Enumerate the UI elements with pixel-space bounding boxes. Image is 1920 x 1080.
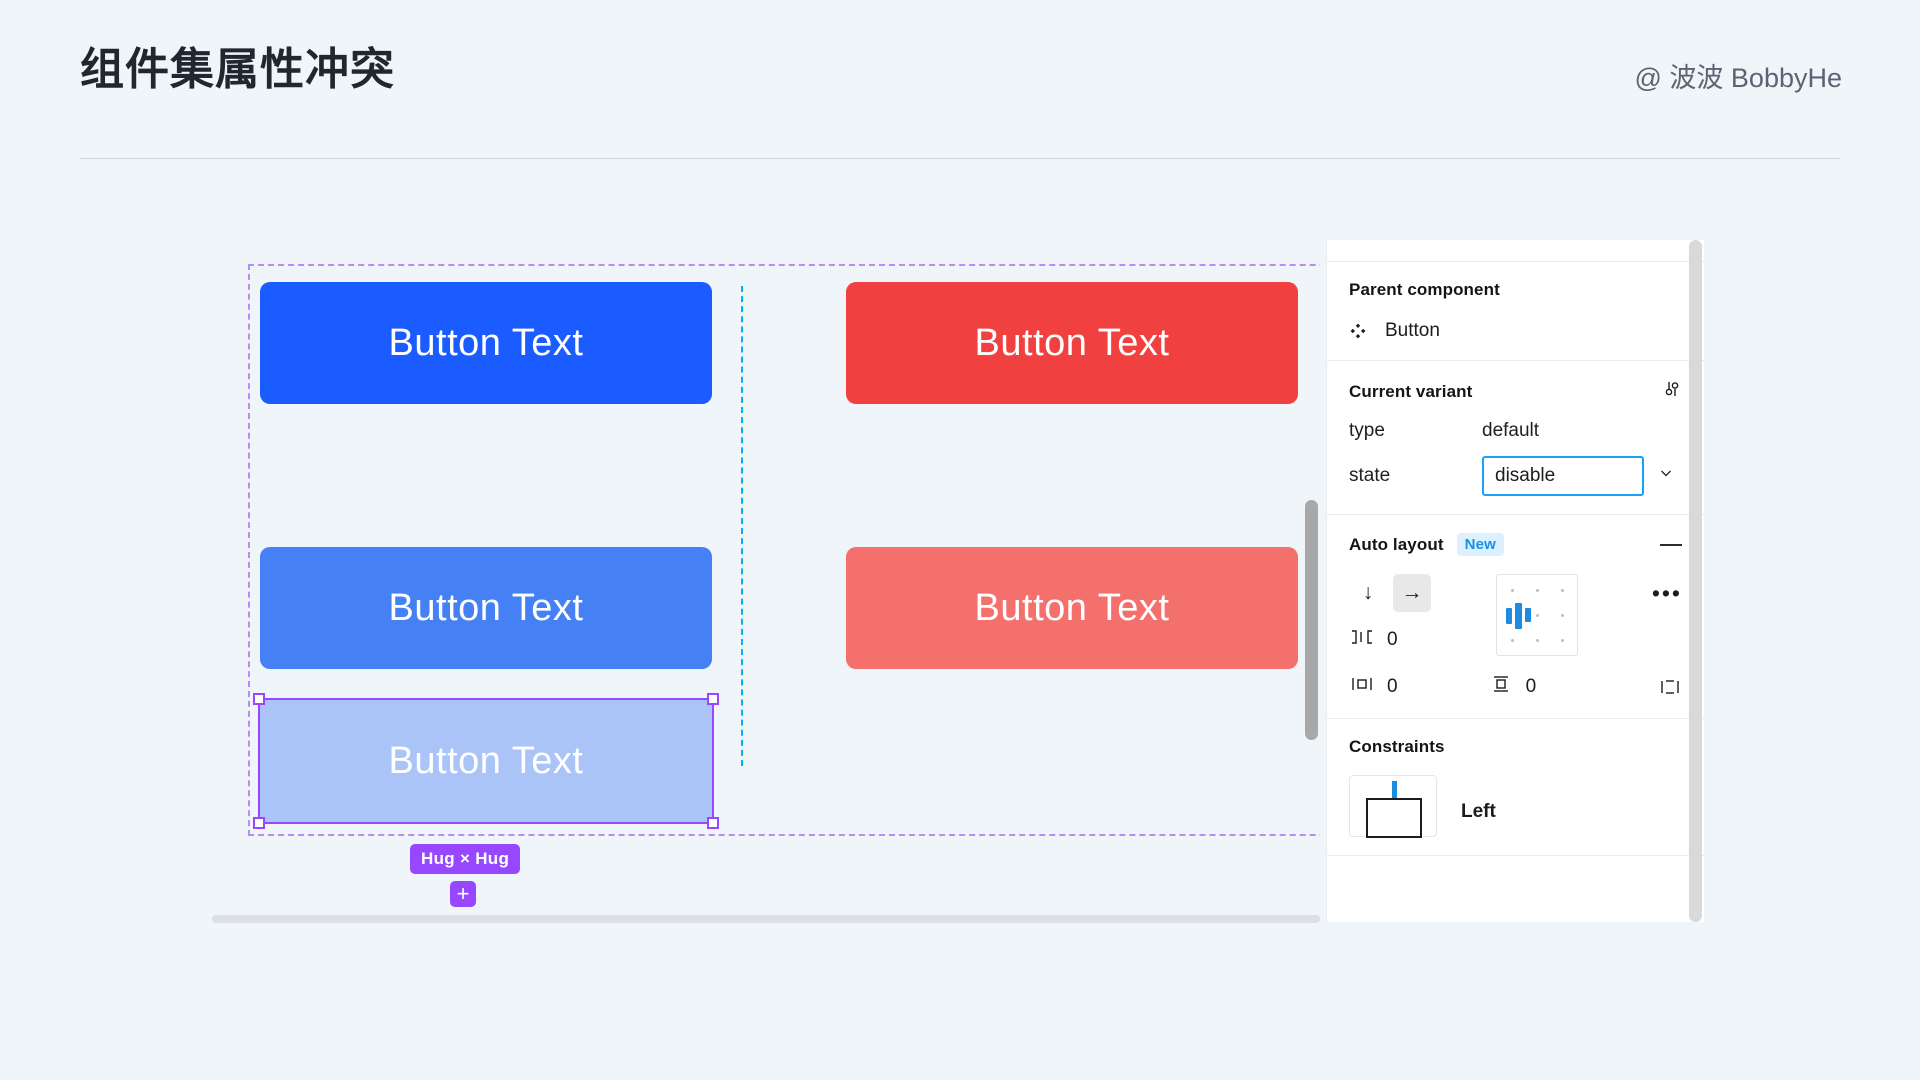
constraints-section: Constraints Left <box>1327 719 1704 856</box>
page-title: 组件集属性冲突 <box>80 45 395 94</box>
auto-layout-direction-group: ↓ → 0 <box>1349 574 1474 652</box>
minus-icon[interactable] <box>1660 543 1682 546</box>
variant-property-type-label: type <box>1349 420 1385 441</box>
sliders-icon[interactable] <box>1662 379 1682 404</box>
current-variant-section: Current variant type default state disab… <box>1327 361 1704 515</box>
variant-property-state-label: state <box>1349 465 1391 486</box>
alignment-grid-icon[interactable] <box>1496 574 1578 656</box>
parent-component-row[interactable]: Button <box>1349 320 1682 342</box>
horizontal-padding-icon <box>1349 675 1375 699</box>
spacing-value[interactable]: 0 <box>1387 629 1398 650</box>
button-variant-default[interactable]: Button Text <box>260 282 712 404</box>
component-set-frame[interactable]: Button Text Button Text Button Text Butt… <box>248 264 1320 907</box>
chevron-down-icon[interactable] <box>1658 465 1674 487</box>
variant-property-type: type default <box>1349 420 1682 442</box>
header-divider <box>80 158 1840 159</box>
horizontal-padding-value[interactable]: 0 <box>1387 676 1398 697</box>
auto-layout-header: Auto layout New <box>1349 533 1682 556</box>
variant-state-input[interactable]: disable <box>1482 456 1644 496</box>
horizontal-padding-control: 0 <box>1349 675 1398 699</box>
parent-component-name: Button <box>1385 320 1440 341</box>
parent-component-section: Parent component Button <box>1327 262 1704 361</box>
variant-property-type-value[interactable]: default <box>1482 420 1540 441</box>
current-variant-header: Current variant <box>1349 379 1682 404</box>
auto-layout-spacing-row: 0 <box>1349 628 1474 652</box>
vertical-padding-control: 0 <box>1488 674 1537 700</box>
auto-layout-section: Auto layout New ↓ → <box>1327 515 1704 719</box>
independent-padding-icon[interactable] <box>1658 677 1682 697</box>
constraints-title: Constraints <box>1349 737 1445 756</box>
page-header: 组件集属性冲突 @ 波波 BobbyHe <box>0 0 1920 159</box>
more-options-icon[interactable]: ••• <box>1651 580 1682 606</box>
button-variant-selected[interactable]: Button Text <box>260 700 712 822</box>
panel-vertical-scrollbar[interactable] <box>1689 240 1702 922</box>
variant-property-state: state disable <box>1349 456 1682 496</box>
alignment-guide-vertical <box>741 286 743 766</box>
spacing-between-icon <box>1349 628 1375 652</box>
add-variant-button[interactable]: + <box>450 881 476 907</box>
parent-component-title: Parent component <box>1349 280 1500 299</box>
auto-layout-controls: ↓ → 0 <box>1349 574 1682 656</box>
button-variant-danger-hover[interactable]: Button Text <box>846 547 1298 669</box>
button-variant-danger[interactable]: Button Text <box>846 282 1298 404</box>
author-byline: @ 波波 BobbyHe <box>1634 63 1842 93</box>
arrow-down-icon[interactable]: ↓ <box>1362 581 1374 604</box>
constraints-widget-icon[interactable] <box>1349 775 1437 838</box>
design-canvas[interactable]: Button Text Button Text Button Text Butt… <box>210 244 1320 924</box>
inspector-panel: Parent component Button Current variant <box>1326 240 1704 922</box>
size-badge: Hug × Hug <box>410 844 521 874</box>
arrow-right-icon[interactable]: → <box>1393 574 1431 612</box>
vertical-padding-icon <box>1488 674 1514 700</box>
auto-layout-new-badge: New <box>1456 533 1505 556</box>
canvas-vertical-scrollbar[interactable] <box>1305 500 1318 740</box>
constraints-body: Left <box>1349 757 1682 838</box>
current-variant-title: Current variant <box>1349 381 1473 401</box>
auto-layout-padding-row: 0 0 <box>1349 674 1682 700</box>
button-variant-default-hover[interactable]: Button Text <box>260 547 712 669</box>
canvas-horizontal-scrollbar[interactable] <box>212 915 1320 923</box>
constraints-value[interactable]: Left <box>1461 801 1496 822</box>
panel-top-strip <box>1327 240 1704 262</box>
vertical-padding-value[interactable]: 0 <box>1525 676 1537 697</box>
component-diamond-icon <box>1349 322 1367 340</box>
auto-layout-title: Auto layout <box>1349 534 1444 554</box>
